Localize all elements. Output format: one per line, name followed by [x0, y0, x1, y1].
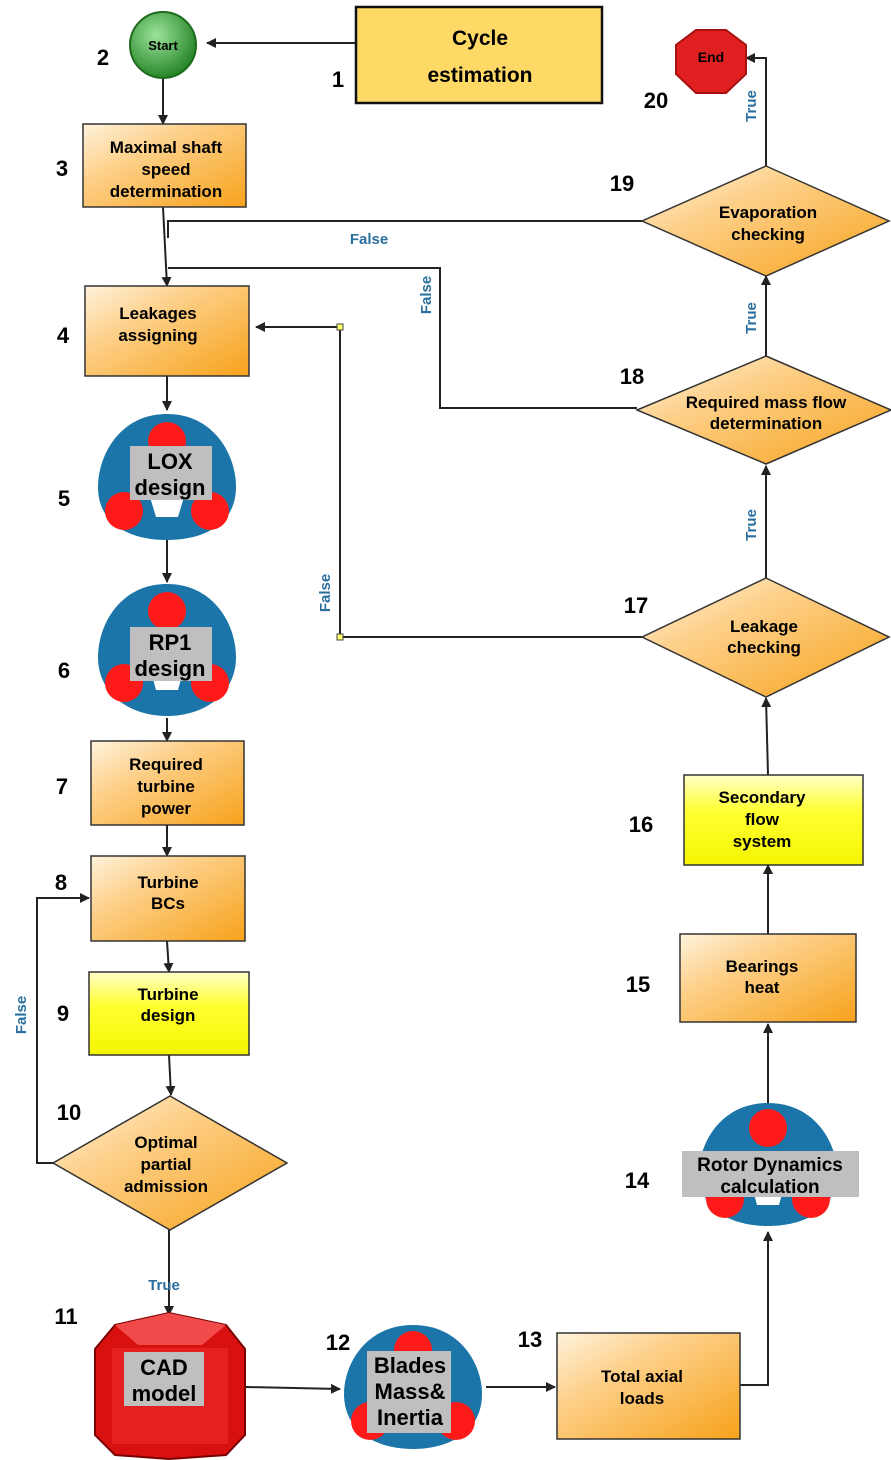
node-17-diamond: [640, 577, 891, 698]
node-13-box: [556, 1332, 741, 1440]
step-number-19: 19: [610, 171, 634, 196]
node-15-box: [679, 933, 857, 1023]
edge-label-10-true: True: [148, 1277, 180, 1294]
edge-9-to-10: [165, 1054, 176, 1096]
step-number-18: 18: [620, 364, 644, 389]
step-number-15: 15: [626, 972, 650, 997]
node-4-box: [84, 285, 250, 377]
step-number-1: 1: [332, 67, 344, 92]
step-number-13: 13: [518, 1327, 542, 1352]
label-bg-6: [130, 627, 212, 681]
step-number-9: 9: [57, 1001, 69, 1026]
label-bg-11: [124, 1352, 204, 1406]
step-number-14: 14: [625, 1168, 650, 1193]
step-number-2: 2: [97, 45, 109, 70]
node-10-diamond: [51, 1095, 289, 1231]
edge-8-to-9: [163, 940, 174, 973]
node-20-end: [675, 29, 747, 94]
edge-10-false: [36, 893, 90, 1164]
edge-19-false: [167, 220, 642, 238]
node-16-box: [683, 774, 864, 866]
step-number-4: 4: [57, 323, 70, 348]
step-number-3: 3: [56, 156, 68, 181]
step-number-6: 6: [58, 658, 70, 683]
edge-label-18-true: True: [743, 302, 760, 334]
step-number-5: 5: [58, 486, 70, 511]
node-2-label: Start: [148, 38, 178, 53]
step-number-17: 17: [624, 593, 648, 618]
node-2-start: [129, 11, 197, 79]
step-number-12: 12: [326, 1330, 350, 1355]
junction-marker-top: [336, 323, 344, 331]
step-number-7: 7: [56, 774, 68, 799]
node-18-diamond: [635, 355, 891, 465]
edge-11-to-12: [245, 1383, 341, 1394]
edge-label-19-true: True: [743, 90, 760, 122]
node-20-label: End: [698, 49, 724, 65]
edge-13-to-14: [740, 1231, 773, 1386]
node-3-box: [82, 123, 247, 208]
node-1-cycle-estimation: [354, 5, 604, 105]
node-19-diamond: [640, 165, 891, 277]
label-bg-12: [367, 1351, 451, 1433]
edge-label-19-false: False: [350, 231, 388, 248]
step-number-10: 10: [57, 1100, 81, 1125]
edge-3-to-4: [161, 206, 172, 287]
step-number-16: 16: [629, 812, 653, 837]
edge-17-false: [255, 322, 642, 638]
step-number-11: 11: [54, 1304, 77, 1329]
node-9-box: [88, 971, 250, 1056]
edge-label-17-false: False: [317, 574, 334, 612]
label-bg-5: [130, 446, 212, 500]
junction-marker-bottom: [336, 633, 344, 641]
step-number-8: 8: [55, 870, 67, 895]
edge-label-10-false: False: [13, 996, 30, 1034]
step-number-20: 20: [644, 88, 668, 113]
edge-18-false: [168, 267, 637, 409]
node-8-box: [90, 855, 246, 942]
edge-label-17-true: True: [743, 509, 760, 541]
edge-19-to-20: [745, 53, 767, 166]
edge-16-to-17: [761, 697, 772, 776]
edge-label-18-false: False: [418, 276, 435, 314]
node-7-box: [90, 740, 245, 826]
label-bg-14: [682, 1151, 859, 1197]
